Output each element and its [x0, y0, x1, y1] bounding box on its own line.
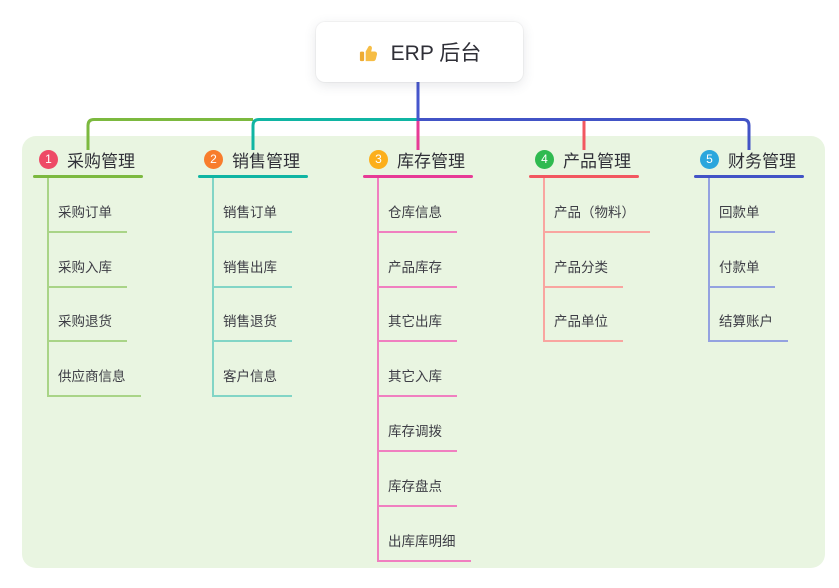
child-node-row: 产品分类	[543, 233, 709, 288]
child-node-row: 付款单	[708, 233, 839, 288]
child-node-row: 产品单位	[543, 288, 709, 343]
child-node[interactable]: 产品库存	[377, 256, 457, 288]
thumbs-up-icon	[359, 45, 377, 61]
child-node[interactable]: 仓库信息	[377, 201, 457, 233]
branch-children: 仓库信息 产品库存 其它出库 其它入库 库存调拨 库存盘点 出库库明细	[363, 178, 543, 562]
mindmap-branch: 4 产品管理 产品（物料） 产品分类 产品单位	[529, 146, 709, 343]
child-node[interactable]: 其它出库	[377, 310, 457, 343]
child-node[interactable]: 库存盘点	[377, 475, 457, 507]
child-node[interactable]: 产品分类	[543, 256, 623, 288]
child-node[interactable]: 销售退货	[212, 310, 292, 343]
branch-title-underline	[529, 175, 639, 178]
child-node-row: 采购退货	[47, 288, 213, 343]
branch-children: 采购订单 采购入库 采购退货 供应商信息	[33, 178, 213, 398]
child-node[interactable]: 销售订单	[212, 201, 292, 233]
child-node[interactable]: 产品单位	[543, 310, 623, 343]
child-node-row: 采购订单	[47, 178, 213, 233]
child-node-row: 销售订单	[212, 178, 378, 233]
child-node-row: 产品（物料）	[543, 178, 709, 233]
child-node-row: 回款单	[708, 178, 839, 233]
branch-connector-line	[708, 178, 710, 341]
child-node[interactable]: 回款单	[708, 201, 775, 233]
branch-title-underline	[363, 175, 473, 178]
child-node-row: 仓库信息	[377, 178, 543, 233]
child-node-row: 采购入库	[47, 233, 213, 288]
child-node[interactable]: 付款单	[708, 256, 775, 288]
child-node[interactable]: 采购入库	[47, 256, 127, 288]
child-node[interactable]: 其它入库	[377, 365, 457, 398]
mindmap-root-node[interactable]: ERP 后台	[316, 22, 523, 82]
child-node[interactable]: 销售出库	[212, 256, 292, 288]
branch-title-underline	[198, 175, 308, 178]
mindmap-branch: 1 采购管理 采购订单 采购入库 采购退货 供应商信息	[33, 146, 213, 398]
child-node-row: 库存调拨	[377, 397, 543, 452]
child-node-row: 其它出库	[377, 288, 543, 343]
branch-title-label: 财务管理	[728, 151, 796, 171]
branch-title-label: 销售管理	[232, 151, 300, 171]
branch-number-badge: 3	[369, 149, 388, 169]
branch-title-underline	[33, 175, 143, 178]
branch-connector-line	[377, 178, 379, 560]
thumb-hand	[365, 45, 377, 61]
child-node-row: 销售退货	[212, 288, 378, 343]
branch-number-badge: 4	[535, 149, 554, 169]
child-node-row: 结算账户	[708, 288, 839, 343]
mindmap-panel	[22, 136, 825, 568]
mindmap-branch: 2 销售管理 销售订单 销售出库 销售退货 客户信息	[198, 146, 378, 398]
branch-title-label: 库存管理	[397, 151, 465, 171]
branch-number-badge: 2	[204, 149, 223, 169]
mindmap-branch: 5 财务管理 回款单 付款单 结算账户	[694, 146, 839, 343]
branch-node[interactable]: 5 财务管理	[694, 146, 839, 172]
child-node-row: 其它入库	[377, 342, 543, 398]
child-node-row: 出库库明细	[377, 507, 543, 562]
branch-number-badge: 1	[39, 149, 58, 169]
branch-children: 回款单 付款单 结算账户	[694, 178, 839, 343]
branch-title-label: 采购管理	[67, 151, 135, 171]
child-node[interactable]: 出库库明细	[377, 530, 471, 562]
branch-children: 产品（物料） 产品分类 产品单位	[529, 178, 709, 343]
branch-number-badge: 5	[700, 149, 719, 169]
child-node[interactable]: 采购退货	[47, 310, 127, 343]
child-node[interactable]: 产品（物料）	[543, 201, 650, 233]
mindmap-branch: 3 库存管理 仓库信息 产品库存 其它出库 其它入库 库存调拨 库存盘点 出库库…	[363, 146, 543, 562]
child-node-row: 客户信息	[212, 342, 378, 398]
child-node[interactable]: 供应商信息	[47, 365, 141, 398]
branch-node[interactable]: 1 采购管理	[33, 146, 213, 172]
child-node-row: 销售出库	[212, 233, 378, 288]
branch-connector-line	[212, 178, 214, 396]
thumb-cuff	[359, 51, 364, 61]
branch-node[interactable]: 2 销售管理	[198, 146, 378, 172]
child-node-row: 产品库存	[377, 233, 543, 288]
branch-connector-line	[543, 178, 545, 341]
child-node[interactable]: 客户信息	[212, 365, 292, 398]
root-node-label: ERP 后台	[390, 42, 482, 65]
child-node-row: 库存盘点	[377, 452, 543, 507]
branch-node[interactable]: 4 产品管理	[529, 146, 709, 172]
branch-title-label: 产品管理	[563, 151, 631, 171]
branch-connector-line	[47, 178, 49, 396]
branch-title-underline	[694, 175, 804, 178]
branch-node[interactable]: 3 库存管理	[363, 146, 543, 172]
branch-children: 销售订单 销售出库 销售退货 客户信息	[198, 178, 378, 398]
child-node[interactable]: 库存调拨	[377, 420, 457, 452]
child-node[interactable]: 采购订单	[47, 201, 127, 233]
child-node[interactable]: 结算账户	[708, 310, 788, 343]
child-node-row: 供应商信息	[47, 342, 213, 398]
